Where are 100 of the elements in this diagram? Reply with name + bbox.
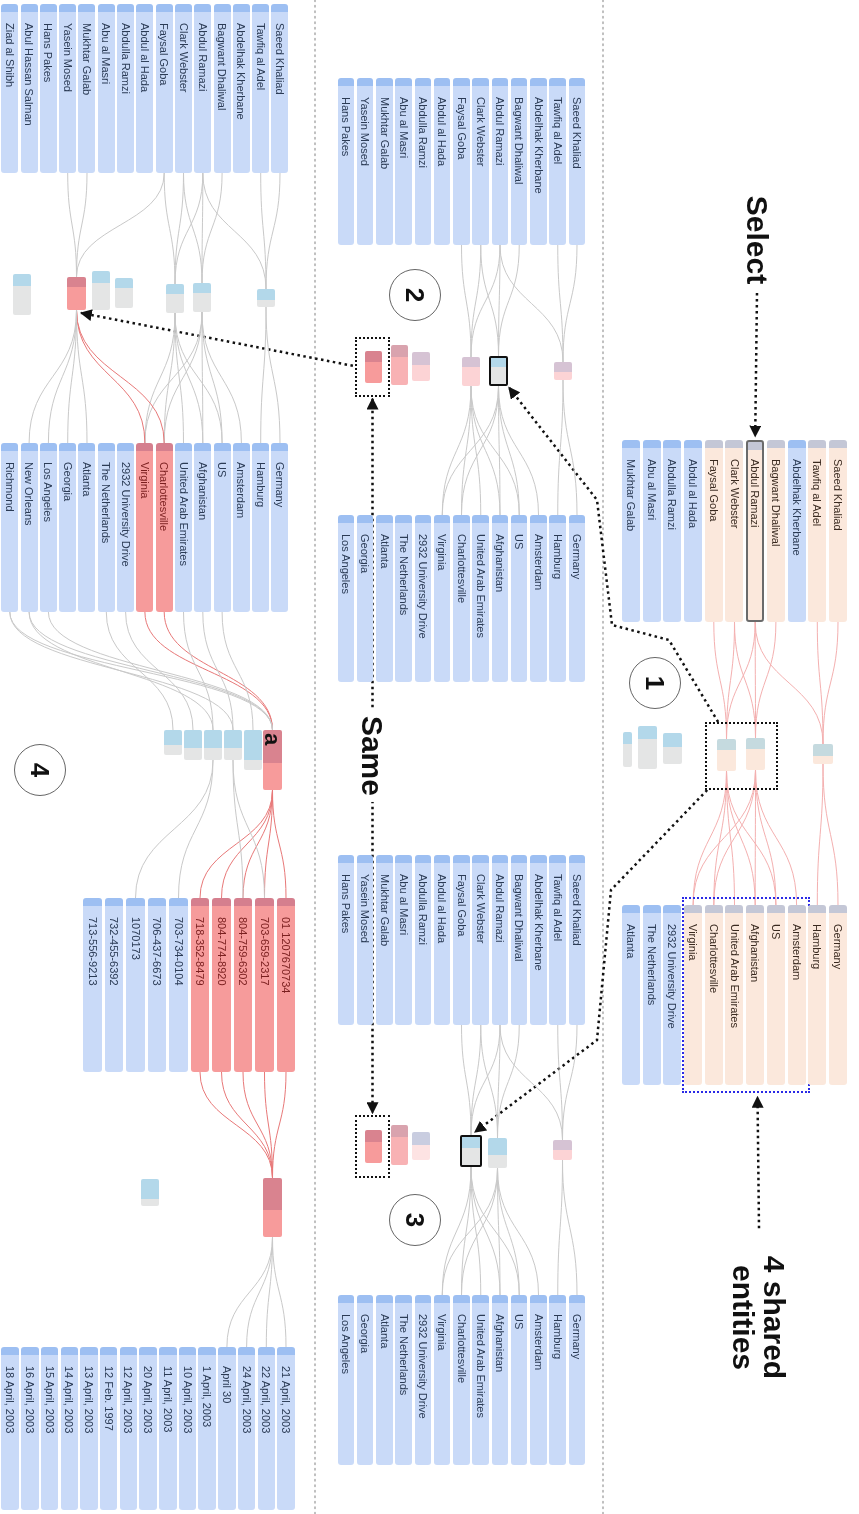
entity-bar — [704, 905, 723, 1085]
entity-bar — [194, 4, 212, 173]
entity-bar — [549, 855, 566, 1025]
selection-frame — [355, 337, 390, 397]
connector-curve — [260, 172, 267, 290]
entity-bar — [357, 515, 374, 682]
step-number: 3 — [402, 1212, 428, 1228]
entity-bar — [684, 440, 703, 622]
entity-label: 804-759-6302 — [236, 917, 250, 986]
bicluster-bar — [638, 726, 657, 769]
entity-bar — [252, 4, 270, 173]
entity-bar — [232, 443, 250, 612]
entity-bar — [159, 1347, 177, 1510]
entity-label: 21 April, 2003 — [279, 1366, 293, 1434]
entity-label: The Netherlands — [397, 1314, 410, 1396]
entity-bar — [530, 78, 547, 245]
entity-label: 24 April, 2003 — [240, 1366, 253, 1434]
entity-label: Hans Pakes — [42, 23, 55, 83]
bicluster-bar — [263, 1178, 282, 1237]
entity-bar — [1, 1347, 19, 1510]
connector-curve — [202, 172, 267, 290]
entity-label: Charlottesville — [158, 462, 171, 532]
entity-label: Abdulla Ramzi — [416, 97, 430, 168]
bicluster-bar — [746, 737, 766, 770]
entity-bar — [704, 440, 723, 622]
bicluster-bar — [412, 352, 430, 381]
entity-label: Yasein Mosed — [61, 23, 74, 92]
entity-label: Germany — [831, 924, 845, 970]
entity-bar — [395, 78, 412, 245]
entity-label: Yasein Mosed — [359, 874, 372, 943]
entity-label: The Netherlands — [100, 462, 113, 544]
entity-label: Tawfiq al Adel — [551, 874, 564, 942]
entity-label: United Arab Emirates — [728, 924, 741, 1028]
entity-bar — [20, 4, 38, 173]
connector-curve — [557, 1159, 563, 1296]
entity-bar — [117, 4, 135, 173]
entity-bar — [530, 515, 547, 682]
entity-bar — [808, 905, 827, 1085]
entity-label: US — [216, 462, 229, 478]
entity-bar — [337, 515, 355, 682]
entity-label: 14 April, 2003 — [63, 1366, 76, 1434]
entity-label: The Netherlands — [645, 924, 658, 1006]
annotation-text: Select — [733, 188, 781, 292]
entity-bar — [491, 855, 509, 1025]
entity-bar — [491, 1295, 509, 1465]
entity-label: Charlottesville — [455, 1314, 468, 1384]
entity-bar — [472, 78, 489, 245]
entity-label: Hamburg — [551, 1314, 564, 1360]
bicluster-bar — [365, 1129, 383, 1163]
entity-bar — [414, 855, 432, 1025]
connector-curve — [226, 1236, 273, 1348]
entity-label: Charlottesville — [455, 534, 468, 604]
entity-bar — [725, 905, 744, 1085]
connector-curve — [28, 309, 77, 444]
entity-bar — [622, 440, 640, 622]
connector-curve — [199, 789, 273, 899]
entity-bar — [175, 4, 192, 173]
entity-bar — [568, 1295, 586, 1465]
entity-label: Charlottesville — [707, 924, 720, 994]
entity-bar — [60, 1347, 79, 1510]
entity-bar — [511, 855, 528, 1025]
entity-bar — [376, 78, 393, 245]
entity-bar — [104, 898, 124, 1072]
entity-label: 718-352-8479 — [193, 917, 207, 986]
selection-frame — [705, 722, 778, 790]
connector-curve — [557, 379, 564, 516]
entity-label: Hamburg — [551, 534, 564, 580]
entity-bar — [271, 4, 289, 173]
entity-label: Afghanistan — [749, 924, 762, 983]
entity-bar — [434, 1295, 451, 1465]
entity-bar — [155, 443, 173, 612]
entity-label: 2932 University Drive — [119, 462, 132, 567]
bicluster-bar — [184, 730, 202, 760]
entity-bar — [78, 4, 96, 173]
entity-bar — [395, 515, 412, 682]
entity-label: Abdul al Hada — [687, 459, 700, 529]
entity-label: Bagwant Dhaliwal — [513, 97, 526, 185]
entity-bar — [237, 1347, 256, 1510]
entity-label: Atlanta — [378, 534, 391, 569]
entity-bar — [99, 1347, 118, 1510]
bicluster-bar — [67, 277, 86, 310]
entity-label: Bagwant Dhaliwal — [769, 459, 782, 547]
entity-bar — [178, 1347, 197, 1510]
entity-bar — [725, 440, 744, 622]
dotted-arrow — [474, 789, 709, 1134]
bicluster-bar — [263, 730, 282, 790]
entity-label: Abdulla Ramzi — [119, 23, 132, 94]
entity-bar — [829, 905, 847, 1085]
entity-label: Virginia — [687, 924, 700, 961]
entity-label: United Arab Emirates — [474, 1314, 487, 1418]
entity-label: Los Angeles — [339, 534, 353, 594]
bicluster-bar — [92, 271, 110, 310]
connector-curve — [174, 172, 204, 285]
entity-bar — [1, 4, 19, 173]
connector-curve — [76, 172, 165, 278]
bicluster-bar — [554, 362, 572, 380]
entity-bar — [212, 898, 231, 1072]
entity-bar — [746, 440, 765, 622]
selection-frame — [355, 1115, 390, 1178]
bicluster-bar — [489, 356, 508, 386]
